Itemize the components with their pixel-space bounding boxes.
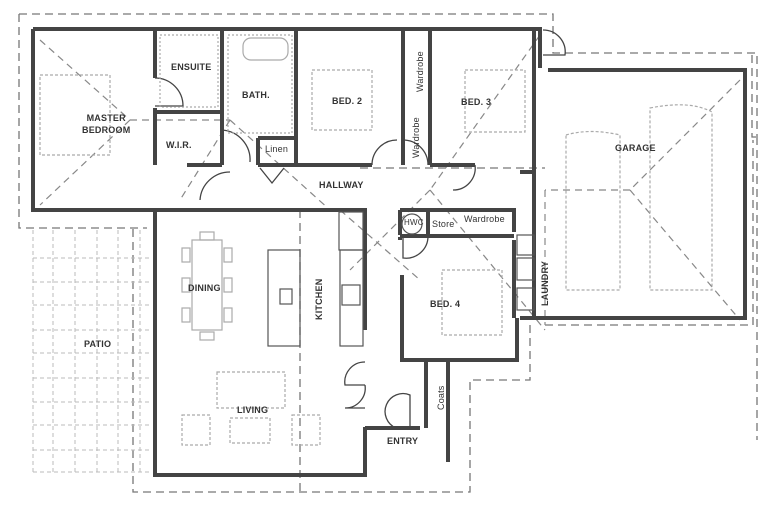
room-label-hwc: HWC [404,218,424,227]
room-label-wir: W.I.R. [166,140,192,150]
room-label-laundry: LAUNDRY [540,260,550,306]
room-label-bed4: BED. 4 [430,299,461,309]
room-label-coats: Coats [436,385,446,410]
room-label-hallway: HALLWAY [319,180,364,190]
room-label-ensuite: ENSUITE [171,62,212,72]
room-label-wardrobe-b: Wardrobe [411,117,421,158]
room-label-kitchen: KITCHEN [314,278,324,320]
room-label-bath: BATH. [242,90,270,100]
room-label-store: Store [432,219,455,229]
furniture [39,34,713,446]
room-label-dining: DINING [188,283,221,293]
room-label-wardrobe-c: Wardrobe [464,214,505,224]
patio-grid [32,230,150,473]
room-label-patio: PATIO [84,339,112,349]
room-label-master-bedroom: MASTER BEDROOM [82,113,131,135]
room-label-bed2: BED. 2 [332,96,363,106]
room-label-linen: Linen [265,144,289,154]
room-label-living: LIVING [237,405,269,415]
room-label-bed3: BED. 3 [461,97,492,107]
room-label-wardrobe-a: Wardrobe [415,51,425,92]
room-label-entry: ENTRY [387,436,419,446]
room-label-garage: GARAGE [615,143,656,153]
